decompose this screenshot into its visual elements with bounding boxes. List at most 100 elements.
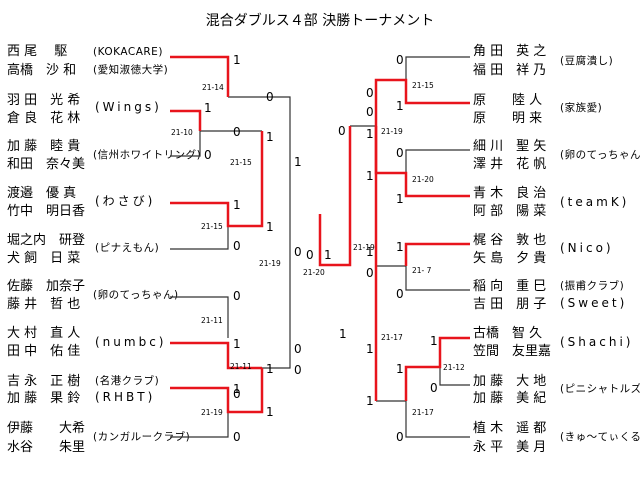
right-team-9-player-1: 植 木 遥 都 <box>473 421 547 436</box>
score-l6: 0 <box>204 148 212 162</box>
game-score-12: 21-19 <box>353 243 375 252</box>
right-team-4-player-2: 阿 部 陽 菜 <box>473 204 547 219</box>
final-winner-line <box>318 126 352 267</box>
left-winner-line-6 <box>170 368 264 414</box>
right-team-2-player-1: 原 陸 人 <box>473 93 543 108</box>
right-team-2-player-2: 原 明 来 <box>473 111 543 126</box>
right-loser-line-1 <box>405 56 470 80</box>
right-team-7-club: (Shachi) <box>560 335 634 349</box>
left-team-8-player-2: 加 藤 果 鈴 <box>7 391 81 406</box>
left-team-1-player-2: 高橋 沙 和 <box>7 63 77 78</box>
left-team-5-player-1: 堀之内 研登 <box>7 233 86 248</box>
score-r2: 1 <box>396 99 404 113</box>
left-team-9-player-2: 水谷 朱里 <box>7 440 86 455</box>
score-r11: 1 <box>430 334 438 348</box>
score-l13: 0 <box>294 245 302 259</box>
score-l5: 1 <box>266 130 274 144</box>
game-score-4: 21-15 <box>201 222 223 231</box>
right-team-9-club: (きゅ～てぃくる) <box>560 431 640 443</box>
score-r1: 0 <box>396 53 404 67</box>
right-team-8-club: (ピニシャトルズ) <box>560 383 640 395</box>
left-team-1-club: (KOKACARE) <box>93 46 163 58</box>
left-team-7-club: (numbc) <box>95 335 167 349</box>
score-l9: 1 <box>266 220 274 234</box>
left-team-4-club: (わさび) <box>95 194 156 208</box>
game-score-15: 21-12 <box>443 363 465 372</box>
left-team-5-club: (ピナえもん) <box>95 242 160 254</box>
game-score-1: 21-14 <box>202 83 224 92</box>
right-team-6-club: (振甫クラブ) <box>560 280 625 292</box>
score-f1: 0 <box>306 248 314 262</box>
left-team-7-player-2: 田 中 佑 佳 <box>7 344 81 359</box>
score-l14: 1 <box>266 362 274 376</box>
score-l21: 1 <box>339 327 347 341</box>
left-loser-line-1 <box>170 130 228 157</box>
right-team-5-club: (Nico) <box>560 241 614 255</box>
left-team-3-player-1: 加 藤 睦 貴 <box>7 139 81 154</box>
left-winner-line-2 <box>170 109 202 131</box>
left-team-6-player-2: 藤 井 哲 也 <box>7 297 81 312</box>
right-loser-line-2 <box>405 149 470 173</box>
left-winner-line-3 <box>170 159 264 228</box>
page-title: 混合ダブルス４部 決勝トーナメント <box>205 13 435 29</box>
left-loser-line-5 <box>170 226 229 250</box>
left-team-4-player-1: 渡邉 優 真 <box>7 186 77 201</box>
right-team-7-player-1: 古橋 智 久 <box>473 326 543 341</box>
score-f2: 1 <box>324 248 332 262</box>
game-score-3: 21-15 <box>230 158 252 167</box>
left-team-2-player-1: 羽 田 光 希 <box>7 93 81 108</box>
left-team-8-club-2: (RHBT) <box>95 390 156 404</box>
right-loser-line-3 <box>405 266 470 291</box>
right-team-9-player-2: 永 平 美 月 <box>473 440 547 455</box>
right-team-1-club: (豆腐潰し) <box>560 55 614 67</box>
left-team-1-player-1: 西 尾 駆 <box>7 44 68 59</box>
left-loser-line-3 <box>170 412 229 438</box>
game-score-11: 21-20 <box>412 175 434 184</box>
game-score-2: 21-10 <box>171 128 193 137</box>
right-winner-line-3 <box>404 242 470 266</box>
left-winner-line-1 <box>170 55 230 97</box>
game-score-17: 21-20 <box>303 268 325 277</box>
right-team-3-club: (卵のてっちゃん) <box>560 149 640 161</box>
score-l19: 1 <box>266 405 274 419</box>
score-l20: 0 <box>294 363 302 377</box>
score-l3: 1 <box>204 101 212 115</box>
right-team-6-player-2: 吉 田 朋 子 <box>473 297 547 312</box>
left-team-8-club: (名港クラブ) <box>95 375 160 387</box>
game-score-5: 21-11 <box>201 316 223 325</box>
right-team-8-player-2: 加 藤 美 紀 <box>473 391 547 406</box>
score-r14: 0 <box>396 430 404 444</box>
right-team-3-player-2: 澤 井 花 帆 <box>473 157 547 172</box>
score-r8: 1 <box>366 245 374 259</box>
left-team-9-club: (カンガルークラブ) <box>93 431 191 443</box>
right-team-6-player-1: 稲 向 重 巳 <box>473 279 547 294</box>
left-team-2-club: (Wings) <box>95 100 162 114</box>
right-winner-line-1 <box>374 78 470 126</box>
left-team-9-player-1: 伊藤 大希 <box>7 421 86 436</box>
left-team-6-player-1: 佐藤 加奈子 <box>7 279 86 294</box>
score-r19: 0 <box>366 105 374 119</box>
left-team-3-player-2: 和田 奈々美 <box>7 157 86 172</box>
left-team-5-player-2: 犬 飼 日 菜 <box>7 251 81 266</box>
left-team-7-player-1: 大 村 直 人 <box>7 326 81 341</box>
left-loser-line-7 <box>262 96 291 265</box>
score-r4: 1 <box>366 169 374 183</box>
score-l8: 0 <box>233 239 241 253</box>
left-winner-line-5 <box>170 341 262 370</box>
left-team-2-player-2: 倉 良 花 林 <box>7 111 81 126</box>
left-loser-line-2 <box>170 296 229 338</box>
score-r12: 1 <box>396 362 404 376</box>
left-team-3-club: (信州ホワイトリング) <box>93 149 202 161</box>
score-r16: 1 <box>366 342 374 356</box>
game-score-6: 21-11 <box>230 362 252 371</box>
score-l15: 0 <box>294 342 302 356</box>
score-l1: 1 <box>233 53 241 67</box>
score-r7: 1 <box>396 240 404 254</box>
score-l4: 0 <box>233 125 241 139</box>
right-team-2-club: (家族愛) <box>560 102 603 114</box>
right-team-3-player-1: 細 川 聖 矢 <box>473 139 547 154</box>
left-team-8-player-1: 吉 永 正 樹 <box>7 374 81 389</box>
score-r5: 1 <box>396 192 404 206</box>
score-l10: 1 <box>294 155 302 169</box>
